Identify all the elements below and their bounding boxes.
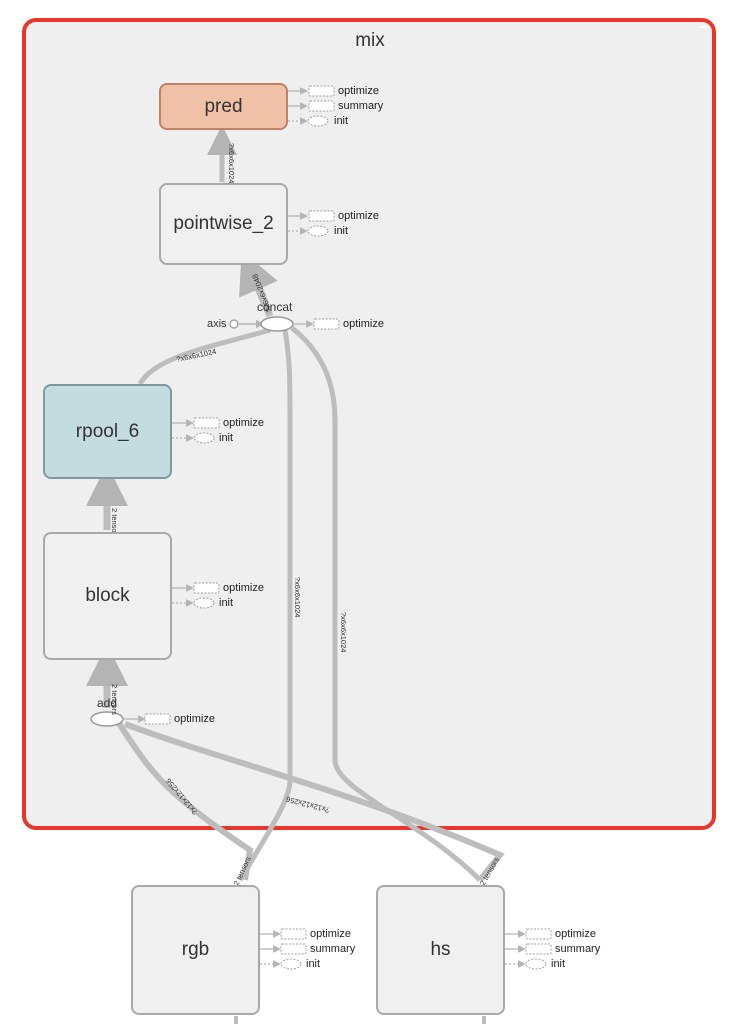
edge-label-long1: ?x6x6x1024: [293, 577, 302, 617]
group-title: mix: [355, 30, 385, 51]
rpool-init-label: init: [219, 432, 234, 444]
edge-rgb-add[interactable]: [115, 720, 254, 881]
axis-const-icon[interactable]: [229, 319, 239, 329]
rpool-aux-connectors: [172, 419, 194, 442]
rgb-optimize-label: optimize: [310, 928, 351, 940]
block-optimize-label: optimize: [223, 582, 264, 594]
node-pointwise-2-label: pointwise_2: [173, 213, 274, 234]
pointwise-optimize-label: optimize: [338, 210, 379, 222]
node-hs-label: hs: [430, 939, 451, 960]
node-rpool-6-label: rpool_6: [75, 420, 140, 442]
pointwise-init-label: init: [334, 225, 349, 237]
node-pointwise-2[interactable]: pointwise_2: [159, 183, 288, 265]
pred-aux-connectors: [288, 87, 308, 125]
node-block-label: block: [85, 585, 130, 606]
edge-hs-concat[interactable]: [290, 326, 482, 882]
edge-label-add-out: 2 tensors: [110, 684, 119, 715]
edge-concat-pointwise[interactable]: [239, 250, 278, 318]
pred-init-label: init: [334, 115, 349, 127]
concat-op-icon[interactable]: [260, 316, 294, 332]
edge-label-rgb-out: 2 tensors: [232, 855, 253, 887]
edge-hs-add[interactable]: [123, 721, 505, 882]
concat-label: concat: [257, 300, 293, 314]
add-label: add: [97, 696, 118, 710]
axis-label: axis: [207, 318, 227, 330]
edge-rgb-concat[interactable]: [237, 329, 293, 882]
rgb-summary-label: summary: [310, 943, 356, 955]
pred-optimize-label: optimize: [338, 85, 379, 97]
collapse-icon[interactable]: [700, 26, 710, 28]
edge-label-hs-out: 2 tensors: [478, 856, 501, 887]
pred-summary-label: summary: [338, 100, 384, 112]
edge-rpool-concat[interactable]: [137, 327, 271, 386]
edge-label-hs-add: ?x12x12x256: [285, 795, 330, 815]
node-rpool-6[interactable]: rpool_6: [43, 384, 172, 479]
rpool-optimize-label: optimize: [223, 417, 264, 429]
rgb-aux-connectors: [260, 930, 281, 968]
node-rgb[interactable]: rgb: [131, 885, 260, 1015]
block-init-label: init: [219, 597, 234, 609]
edge-label-rgb-add: ?x12x12x256: [164, 777, 200, 817]
hs-aux-connectors: [505, 930, 526, 968]
edge-label-block-out: 2 tensors: [110, 508, 119, 539]
node-hs[interactable]: hs: [376, 885, 505, 1015]
block-aux-connectors: [172, 584, 194, 607]
edge-label-long2: ?x6x6x1024: [339, 612, 348, 652]
hs-init-label: init: [551, 958, 566, 970]
concat-optimize-label: optimize: [343, 318, 384, 330]
node-block[interactable]: block: [43, 532, 172, 660]
aux-shapes: [144, 85, 552, 970]
rgb-init-label: init: [306, 958, 321, 970]
node-pred[interactable]: pred: [159, 83, 288, 130]
node-rgb-label: rgb: [181, 939, 210, 960]
add-optimize-label: optimize: [174, 713, 215, 725]
node-pred-label: pred: [204, 95, 243, 117]
edge-label-pred-in: ?x6x6x1024: [227, 143, 236, 183]
pointwise-aux-connectors: [288, 212, 308, 235]
hs-optimize-label: optimize: [555, 928, 596, 940]
hs-summary-label: summary: [555, 943, 601, 955]
